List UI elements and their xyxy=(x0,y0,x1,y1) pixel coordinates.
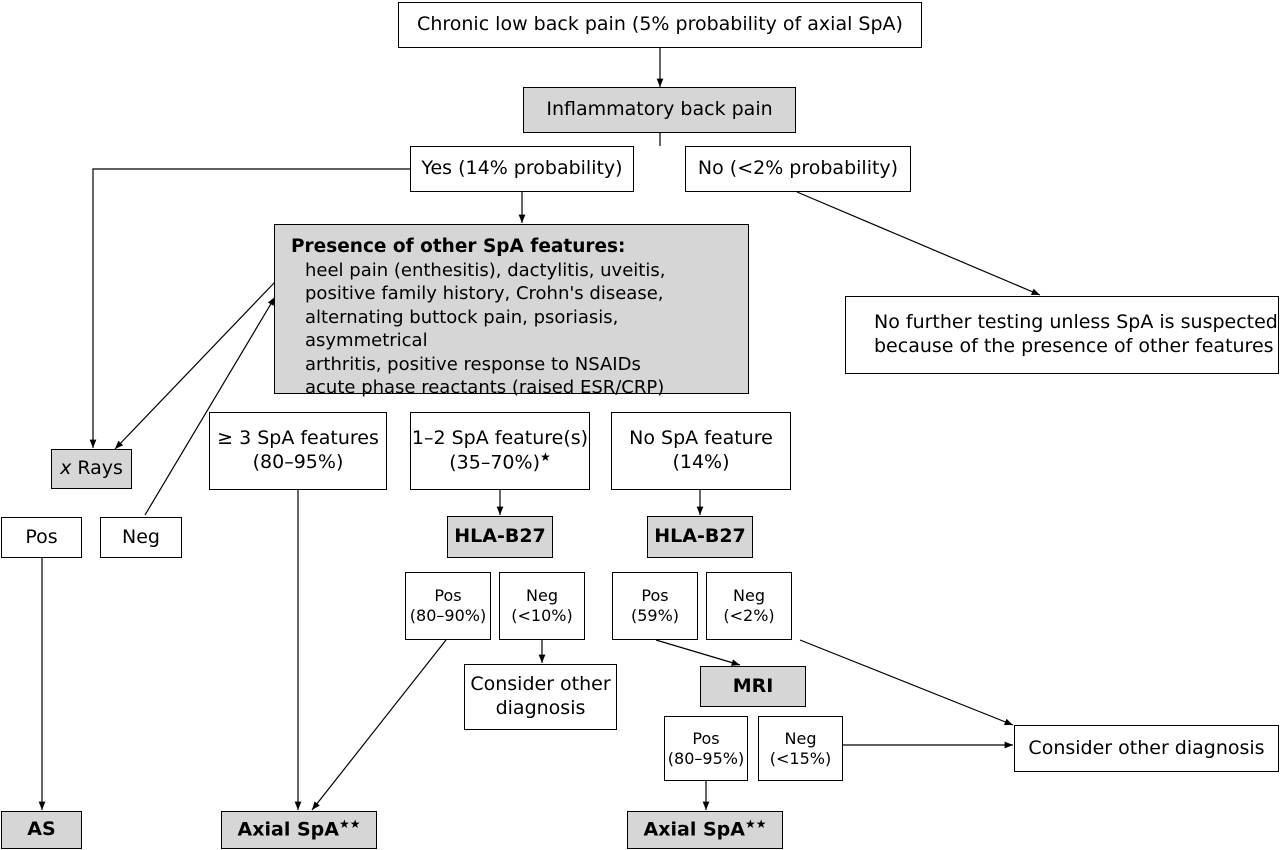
footnote-stars: ★★ xyxy=(338,817,361,832)
arrow-hla1-pos-to-axial xyxy=(311,639,447,811)
hla-b27-box-left: HLA-B27 xyxy=(447,516,553,558)
no-further-testing-line: No further testing unless SpA is suspect… xyxy=(874,311,1278,334)
hla-b27-label: HLA-B27 xyxy=(454,525,546,548)
axial-spa-box-left: Axial SpA★★ xyxy=(221,811,377,849)
three-features-line: (80–95%) xyxy=(252,451,344,473)
hla-right-neg-line: (<2%) xyxy=(723,606,775,625)
mri-neg-line: Neg xyxy=(784,728,817,748)
yes-branch-box: Yes (14% probability) xyxy=(410,146,634,192)
arrow-xray-neg-to-features xyxy=(144,296,276,516)
consider-other-line: Consider other xyxy=(470,673,611,696)
hla-right-pos-line: (59%) xyxy=(630,606,680,625)
hla-right-pos-line: Pos xyxy=(641,586,669,605)
consider-other-diagnosis-box-left: Consider other diagnosis xyxy=(464,664,617,730)
hla-left-pos-box: Pos (80–90%) xyxy=(405,572,491,640)
arrow-no-to-no-further xyxy=(796,191,1041,296)
arrow-yes-to-xrays xyxy=(89,168,410,448)
x-rays-label: Rays xyxy=(71,457,123,480)
yes-branch-label: Yes (14% probability) xyxy=(421,157,623,180)
xray-neg-label: Neg xyxy=(122,525,160,548)
chronic-low-back-pain-label: Chronic low back pain (5% probability of… xyxy=(417,13,903,36)
hla-right-neg-box: Neg (<2%) xyxy=(706,572,792,640)
footnote-star: ★ xyxy=(539,450,551,465)
consider-other-line: diagnosis xyxy=(495,697,586,719)
spa-features-line: positive family history, Crohn's disease… xyxy=(305,283,664,305)
as-label: AS xyxy=(27,818,56,841)
hla-b27-label: HLA-B27 xyxy=(654,525,746,548)
footnote-stars: ★★ xyxy=(744,817,767,832)
mri-box: MRI xyxy=(700,666,806,707)
chronic-low-back-pain-box: Chronic low back pain (5% probability of… xyxy=(398,2,922,48)
no-feature-line: No SpA feature xyxy=(629,427,773,450)
spa-features-title: Presence of other SpA features: xyxy=(291,236,626,257)
no-further-testing-box: No further testing unless SpA is suspect… xyxy=(845,296,1279,374)
xray-pos-label: Pos xyxy=(25,525,58,548)
no-feature-box: No SpA feature (14%) xyxy=(611,412,791,490)
consider-other-diagnosis-box-right: Consider other diagnosis xyxy=(1014,725,1279,772)
hla-left-neg-line: (<10%) xyxy=(511,606,573,625)
mri-pos-box: Pos (80–95%) xyxy=(664,716,748,781)
axial-spa-label: Axial SpA xyxy=(643,818,745,841)
xray-pos-box: Pos xyxy=(1,517,82,558)
hla-right-pos-box: Pos (59%) xyxy=(612,572,698,640)
hla-left-neg-box: Neg (<10%) xyxy=(499,572,585,640)
axial-spa-label: Axial SpA xyxy=(237,818,339,841)
hla-left-neg-line: Neg xyxy=(526,586,558,605)
x-rays-box: x Rays xyxy=(51,449,132,489)
as-box: AS xyxy=(1,811,82,849)
no-branch-box: No (<2% probability) xyxy=(685,146,911,192)
consider-other-diagnosis-label: Consider other diagnosis xyxy=(1028,736,1265,759)
three-features-line: ≥ 3 SpA features xyxy=(217,427,379,450)
spa-features-box: Presence of other SpA features: heel pai… xyxy=(274,224,749,398)
spa-features-line: alternating buttock pain, psoriasis, asy… xyxy=(305,306,619,352)
hla-left-pos-line: (80–90%) xyxy=(409,606,487,625)
three-features-box: ≥ 3 SpA features (80–95%) xyxy=(209,412,387,490)
arrow-features-to-xrays xyxy=(114,281,276,450)
no-further-testing-line: because of the presence of other feature… xyxy=(874,335,1274,357)
hla-left-pos-line: Pos xyxy=(434,586,462,605)
no-branch-label: No (<2% probability) xyxy=(697,157,899,180)
axial-spa-box-right: Axial SpA★★ xyxy=(627,811,783,849)
inflammatory-back-pain-label: Inflammatory back pain xyxy=(546,98,773,121)
hla-b27-box-right: HLA-B27 xyxy=(647,516,753,558)
mri-pos-line: (80–95%) xyxy=(667,748,745,768)
arrow-hla2-pos-to-mri xyxy=(655,639,741,666)
spa-features-line: acute phase reactants (raised ESR/CRP) xyxy=(305,377,665,398)
mri-neg-line: (<15%) xyxy=(769,748,832,768)
mri-pos-line: Pos xyxy=(692,728,720,748)
mri-label: MRI xyxy=(732,674,774,697)
one-two-features-box: 1–2 SpA feature(s) (35–70%)★ xyxy=(410,412,590,490)
inflammatory-back-pain-box: Inflammatory back pain xyxy=(523,87,796,133)
spa-features-line: arthritis, positive response to NSAIDs xyxy=(305,353,641,375)
hla-right-neg-line: Neg xyxy=(733,586,765,605)
arrow-hla2-neg-to-consider xyxy=(799,639,1014,726)
one-two-features-line: (35–70%) xyxy=(449,451,540,474)
no-feature-line: (14%) xyxy=(672,451,730,473)
x-rays-x: x xyxy=(60,457,72,480)
mri-neg-box: Neg (<15%) xyxy=(758,716,843,781)
xray-neg-box: Neg xyxy=(100,517,182,558)
spa-features-line: heel pain (enthesitis), dactylitis, uvei… xyxy=(305,260,666,282)
one-two-features-line: 1–2 SpA feature(s) xyxy=(411,426,589,449)
